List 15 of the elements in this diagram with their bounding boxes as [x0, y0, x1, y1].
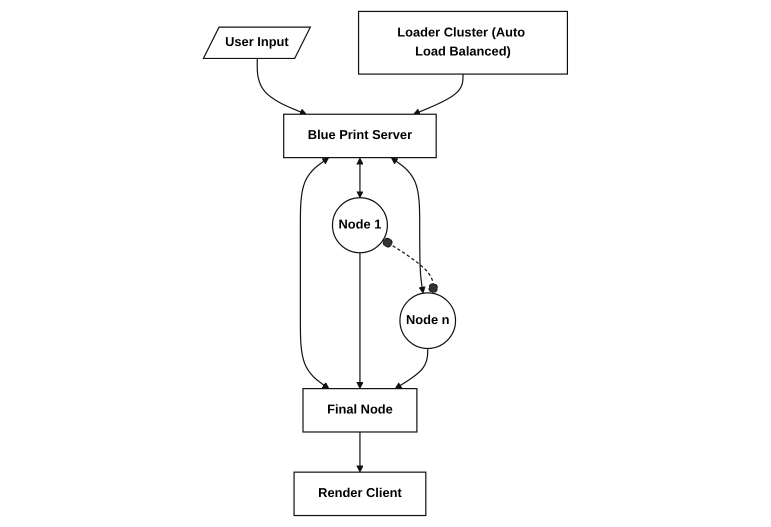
arrow: [356, 158, 364, 198]
node-box: Final Node: [302, 388, 418, 433]
arrow: [356, 432, 364, 472]
node-box: Render Client: [294, 472, 426, 516]
node-circle: Node n: [399, 292, 456, 350]
connector: [382, 238, 438, 294]
node-circle: Node 1: [332, 197, 388, 254]
arrow: [356, 252, 364, 389]
arrow: [391, 158, 426, 294]
node-box: Blue Print Server: [283, 114, 437, 158]
node-box: Loader Cluster (Auto Load Balanced): [358, 10, 568, 75]
arrow: [413, 74, 464, 116]
arrow: [394, 348, 428, 389]
arrow: [256, 58, 307, 116]
arrow: [300, 158, 330, 389]
